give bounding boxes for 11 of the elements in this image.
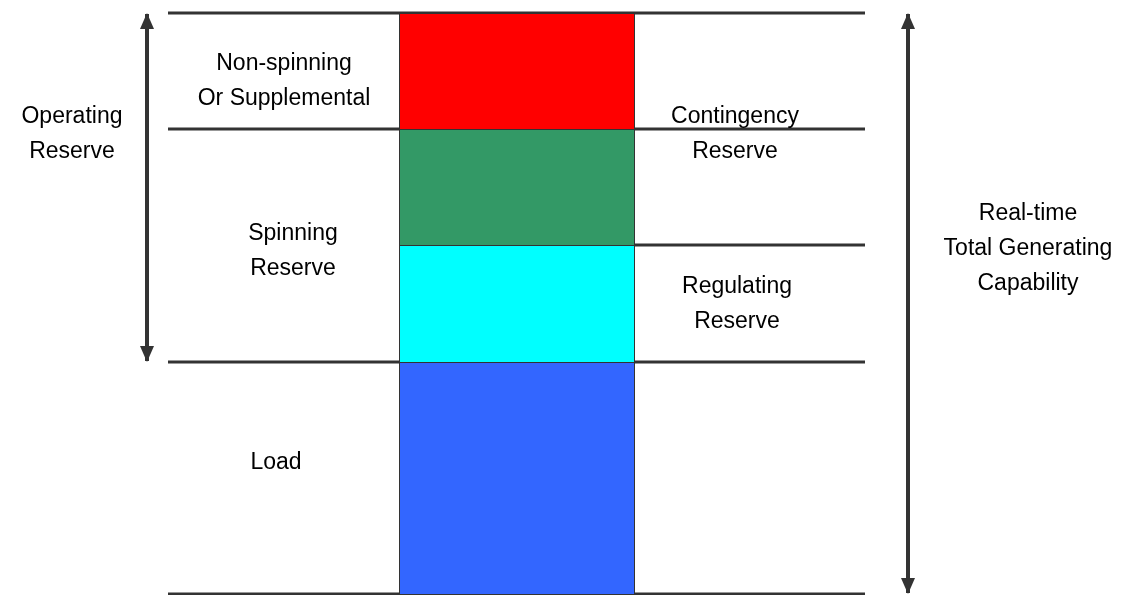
segment-label: Load [249, 446, 303, 476]
dimension-label: Real-time Total Generating Capability [942, 197, 1114, 297]
bar-segment [399, 245, 635, 363]
segment-label: Contingency Reserve [670, 101, 800, 165]
bar-segment [399, 129, 635, 246]
segment-label: Non-spinning Or Supplemental [196, 48, 372, 112]
dimension-label: Operating Reserve [20, 101, 124, 165]
segment-label: Spinning Reserve [247, 218, 339, 282]
segment-label: Regulating Reserve [681, 271, 793, 335]
bar-segment [399, 362, 635, 595]
bar-segment [399, 13, 635, 130]
